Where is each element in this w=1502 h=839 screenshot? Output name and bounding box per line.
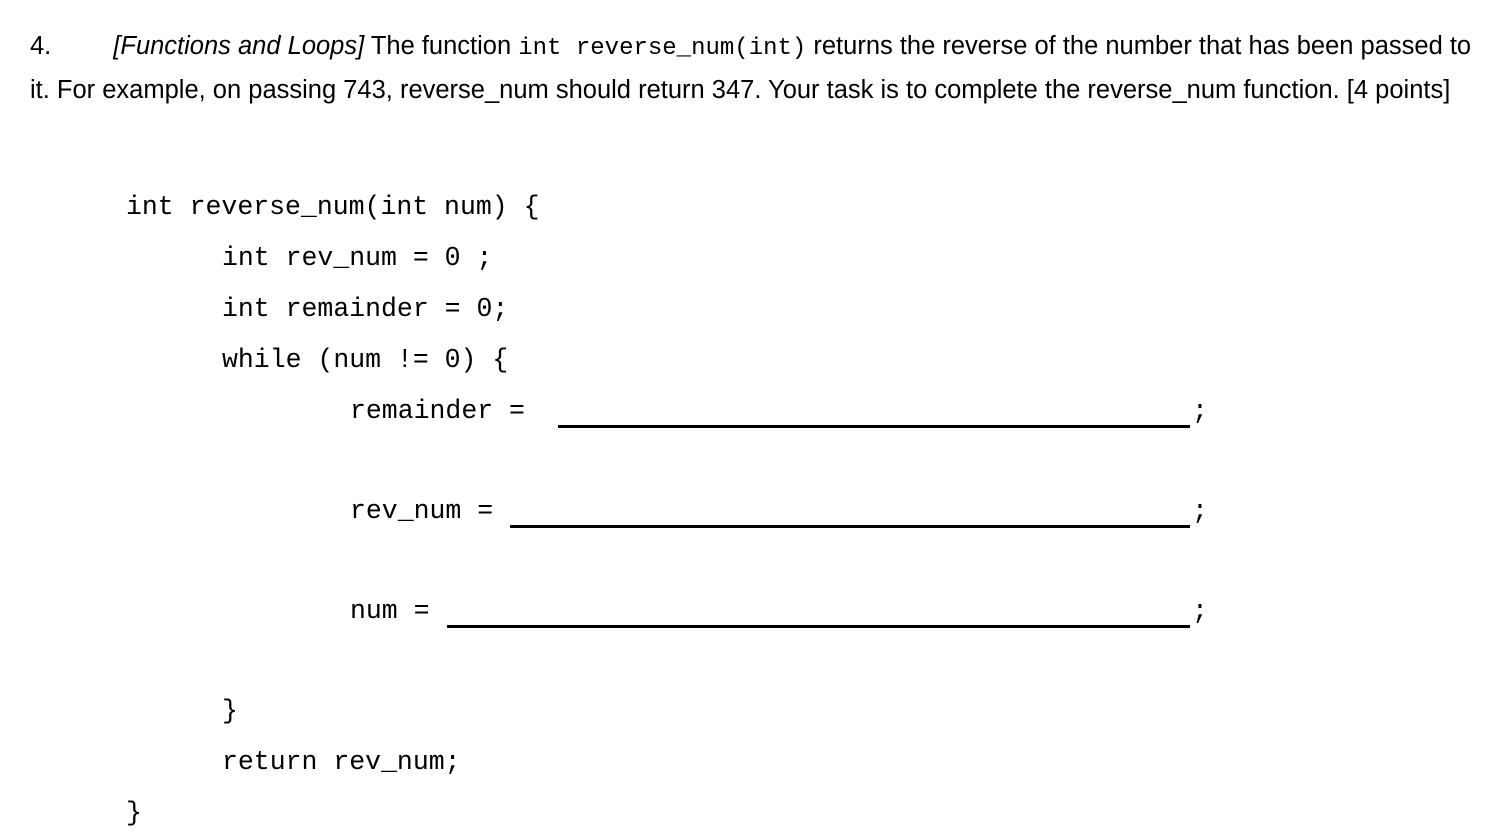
answer-rule-blank-num[interactable] xyxy=(447,625,1190,628)
code-text-return-stmt: return rev_num; xyxy=(222,747,461,777)
code-line-decl-remainder: int remainder = 0; xyxy=(0,284,1502,335)
question-paragraph: 4. [Functions and Loops] The function int… xyxy=(30,26,1482,110)
semicolon-blank-rev-num: ; xyxy=(1192,496,1208,526)
question-inline-code: int reverse_num(int) xyxy=(518,35,807,62)
answer-blank-blank-remainder[interactable]: remainder = ; xyxy=(0,386,1502,437)
answer-blank-blank-rev-num[interactable]: rev_num = ; xyxy=(0,486,1502,537)
code-line-decl-rev-num: int rev_num = 0 ; xyxy=(0,233,1502,284)
code-text-signature: int reverse_num(int num) { xyxy=(126,192,540,222)
answer-blank-blank-num[interactable]: num = ; xyxy=(0,586,1502,637)
code-text-while-close: } xyxy=(222,696,238,726)
code-line-return-stmt: return rev_num; xyxy=(0,737,1502,788)
semicolon-blank-num: ; xyxy=(1192,596,1208,626)
code-block: int reverse_num(int num) { int rev_num = … xyxy=(0,182,1502,839)
code-line-func-close: } xyxy=(0,788,1502,839)
code-line-blank-remainder: remainder = ; xyxy=(0,386,1502,486)
question-topic-tag: [Functions and Loops] xyxy=(113,32,365,60)
code-text-decl-remainder: int remainder = 0; xyxy=(222,294,509,324)
code-line-while-close: } xyxy=(0,686,1502,737)
code-line-while-open: while (num != 0) { xyxy=(0,335,1502,386)
code-line-signature: int reverse_num(int num) { xyxy=(0,182,1502,233)
code-label-blank-rev-num: rev_num = xyxy=(350,496,510,526)
code-text-func-close: } xyxy=(126,798,142,828)
question-text-lead: The function xyxy=(364,32,519,60)
code-line-blank-rev-num: rev_num = ; xyxy=(0,486,1502,586)
code-label-blank-num: num = xyxy=(350,596,446,626)
code-text-while-open: while (num != 0) { xyxy=(222,345,509,375)
code-text-decl-rev-num: int rev_num = 0 ; xyxy=(222,243,493,273)
question-text-body: returns the reverse of the number that h… xyxy=(30,32,1472,104)
code-label-blank-remainder: remainder = xyxy=(350,396,557,426)
semicolon-blank-remainder: ; xyxy=(1192,396,1208,426)
code-line-blank-num: num = ; xyxy=(0,586,1502,686)
question-number: 4. xyxy=(30,32,52,60)
answer-rule-blank-rev-num[interactable] xyxy=(510,525,1190,528)
answer-rule-blank-remainder[interactable] xyxy=(558,425,1190,428)
